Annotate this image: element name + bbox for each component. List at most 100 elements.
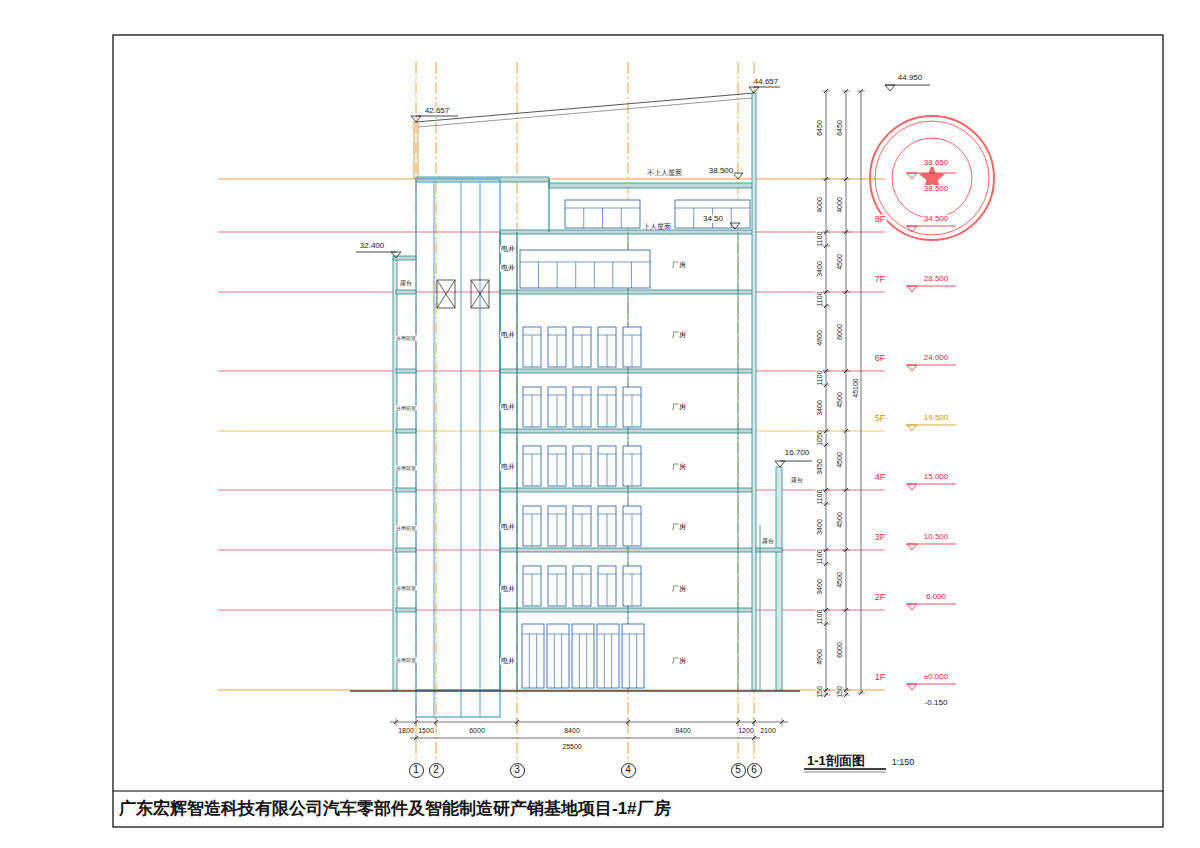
elevator-mark — [437, 280, 455, 308]
window — [547, 624, 569, 688]
axis-bubble: 5 — [731, 763, 746, 778]
window — [623, 566, 641, 606]
room-label: 露台 — [761, 538, 775, 544]
elevation-mark — [754, 87, 780, 88]
dimension-text: 4900 — [816, 329, 823, 347]
floor-label: 5F — [874, 414, 887, 423]
window — [623, 506, 641, 546]
window-transom — [623, 335, 641, 336]
axis-bubble: 3 — [510, 763, 525, 778]
dimension-text: 1100 — [816, 488, 823, 505]
window-transom — [598, 395, 616, 396]
seal-ring — [875, 121, 989, 235]
window-transom — [565, 208, 640, 209]
window-transom — [598, 574, 616, 575]
elevation-mark — [907, 544, 917, 550]
shaft-wall — [480, 182, 481, 717]
room-label: 厂房 — [671, 585, 687, 592]
window-mullion — [557, 262, 558, 288]
axis-number: 2 — [433, 765, 439, 775]
wall — [548, 179, 549, 232]
window-transom — [597, 634, 619, 635]
elevation-mark — [906, 365, 956, 366]
dimension-extension — [822, 431, 830, 432]
window-transom — [623, 574, 641, 575]
floor-slab — [396, 608, 416, 612]
room-label: 合用前室 — [395, 526, 417, 531]
elevation-mark — [907, 226, 917, 232]
window-transom — [623, 514, 641, 515]
dimension-extension — [822, 690, 830, 691]
room-label: 合用前室 — [395, 586, 417, 591]
window-mullion — [632, 514, 633, 546]
title-underline — [804, 772, 886, 773]
floor-slab — [500, 369, 754, 373]
window — [573, 566, 591, 606]
project-caption: 广东宏辉智造科技有限公司汽车零部件及智能制造研产销基地项目-1#厂房 — [118, 800, 672, 817]
room-label: 厂房 — [671, 403, 687, 410]
elevation-mark — [907, 484, 917, 490]
window — [573, 506, 591, 546]
window-mullion — [557, 514, 558, 546]
dimension-extension — [842, 179, 850, 180]
room-label: 合用前室 — [395, 658, 417, 663]
elevation-mark — [730, 223, 740, 229]
dimension-line — [846, 91, 847, 695]
window-transom — [548, 514, 566, 515]
floor-label: 7F — [874, 275, 887, 284]
wall — [516, 232, 517, 690]
dimension-extension — [857, 91, 865, 92]
floor-label: 2F — [874, 593, 887, 602]
elevation-mark — [907, 365, 917, 371]
window-mullion — [532, 514, 533, 546]
floor-label: 4F — [874, 473, 887, 482]
dimension-line — [861, 91, 862, 693]
dimension-extension — [842, 371, 850, 372]
floor-slab — [500, 608, 754, 612]
window — [573, 446, 591, 486]
dimension-extension — [822, 232, 830, 233]
window-mullion — [612, 262, 613, 288]
elevation-mark — [906, 684, 956, 685]
window — [523, 387, 541, 427]
window — [623, 327, 641, 367]
dimension-line — [390, 722, 788, 723]
scale-text: 1:150 — [891, 758, 916, 767]
floor-slab — [396, 369, 416, 373]
window-transom — [598, 514, 616, 515]
window-mullion — [557, 395, 558, 427]
elevation-text: 16.700 — [784, 449, 810, 457]
room-label: 厂房 — [671, 463, 687, 470]
room-label: 厂房 — [671, 523, 687, 530]
window — [598, 446, 616, 486]
wall — [499, 232, 500, 690]
window — [520, 250, 650, 288]
window — [573, 387, 591, 427]
room-label: 露台 — [399, 280, 413, 286]
floor-label: 3F — [874, 533, 887, 542]
floor-slab — [500, 230, 754, 234]
room-label: 电井 — [500, 265, 516, 272]
floor-slab — [500, 548, 754, 552]
window-transom — [520, 262, 650, 263]
window — [548, 566, 566, 606]
floor-slab — [396, 429, 416, 433]
axis-bubble: 2 — [429, 763, 444, 778]
window-transom — [548, 395, 566, 396]
room-label: 合用前室 — [395, 336, 417, 341]
window — [573, 327, 591, 367]
elevation-text: 44.950 — [897, 74, 923, 82]
dimension-text: 1800 — [397, 727, 415, 734]
dimension-extension — [822, 246, 830, 247]
terrace-wall — [760, 525, 761, 690]
dimension-text: 1500 — [417, 727, 435, 734]
dimension-extension — [416, 734, 417, 742]
dimension-extension — [822, 695, 830, 696]
window-mullion — [607, 335, 608, 367]
window-mullion — [586, 634, 587, 688]
dimension-extension — [822, 550, 830, 551]
dimension-extension — [822, 371, 830, 372]
exterior-wall — [393, 258, 397, 690]
dimension-extension — [822, 610, 830, 611]
window-mullion — [631, 262, 632, 288]
